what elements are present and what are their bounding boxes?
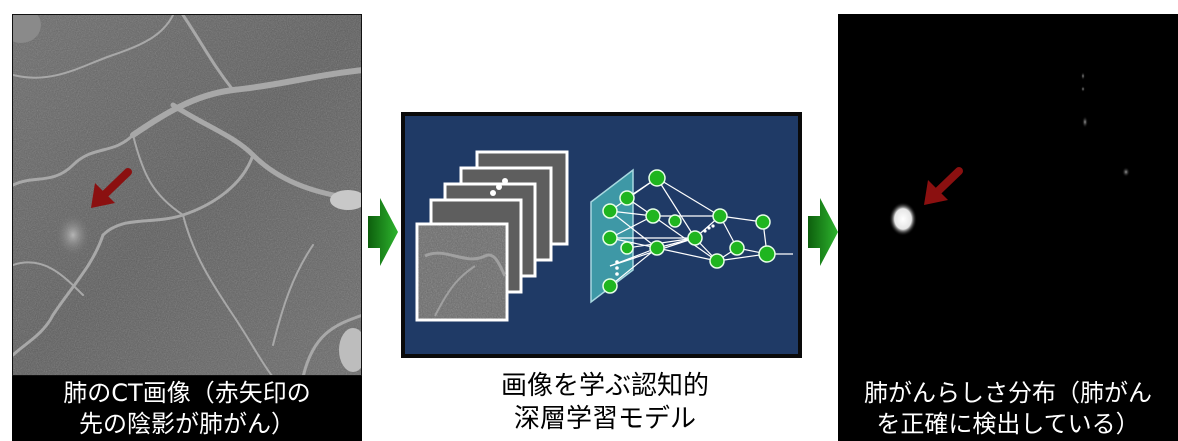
model-caption-line1: 画像を学ぶ認知的 [500, 371, 709, 401]
lung-ct-image [12, 14, 362, 376]
red-arrow-icon [924, 167, 963, 205]
output-caption-line1: 肺がんらしさ分布（肺がん [864, 379, 1152, 407]
output-caption-line2: を正確に検出している） [876, 410, 1140, 438]
ct-caption-line1: 肺のCT画像（赤矢印の [63, 379, 311, 407]
flow-arrow-icon [808, 198, 838, 266]
cancer-likelihood-map [838, 14, 1178, 376]
model-caption: 画像を学ぶ認知的 深層学習モデル [440, 370, 770, 436]
ct-caption: 肺のCT画像（赤矢印の 先の陰影が肺がん） [12, 376, 362, 441]
ct-image-panel: 肺のCT画像（赤矢印の 先の陰影が肺がん） [12, 14, 362, 441]
model-illustration [401, 112, 802, 358]
deep-learning-model-panel [401, 112, 802, 358]
output-caption: 肺がんらしさ分布（肺がん を正確に検出している） [838, 376, 1178, 441]
ct-caption-line2: 先の陰影が肺がん） [79, 410, 295, 438]
red-arrow-icon [91, 168, 132, 208]
image-stack-icon [415, 150, 569, 322]
neural-network-icon [590, 168, 793, 304]
flow-arrow-icon [368, 198, 398, 266]
cancer-likelihood-panel: 肺がんらしさ分布（肺がん を正確に検出している） [838, 14, 1178, 441]
model-caption-line2: 深層学習モデル [513, 404, 696, 434]
